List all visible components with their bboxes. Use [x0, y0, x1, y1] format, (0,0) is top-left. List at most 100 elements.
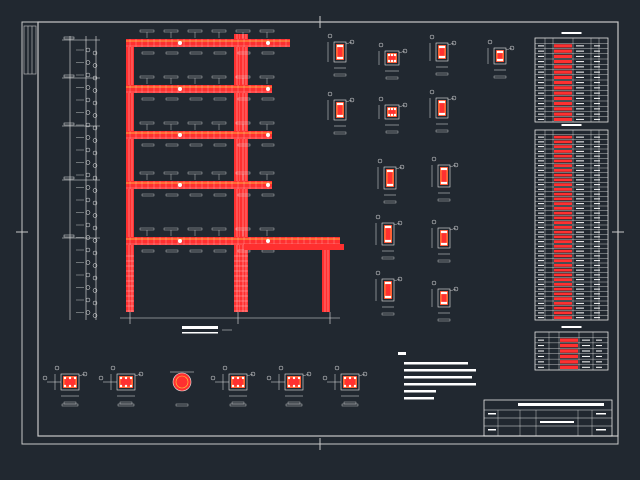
section-rebar-dot — [393, 59, 397, 63]
table-cell-text — [576, 307, 584, 309]
table-rebar-cell — [554, 70, 572, 74]
section-rebar-dot — [442, 167, 446, 171]
pier-outline — [172, 372, 192, 392]
table-rebar-cell — [554, 188, 572, 191]
section-label — [493, 75, 507, 79]
rebar-callout-circle — [92, 100, 98, 106]
table-cell-text — [576, 179, 584, 181]
table-cell-text — [596, 355, 602, 357]
table-cell-text — [576, 288, 584, 290]
section-rebar-dot — [348, 376, 352, 380]
callout-leader — [398, 104, 406, 108]
table-cell-text — [538, 260, 544, 262]
section-rebar-dot — [384, 239, 388, 243]
table-cell-text — [594, 293, 600, 295]
table-cell-text — [576, 45, 584, 47]
callout-circle — [402, 48, 408, 54]
rebar-callout-circle — [92, 75, 98, 81]
section-rebar-dot — [388, 281, 392, 285]
section-rebar-dot — [442, 301, 446, 305]
table-cell-text — [538, 302, 544, 304]
section-outline — [333, 41, 347, 63]
section-rebar-dot — [393, 53, 397, 57]
column-section-icon — [429, 34, 457, 76]
section-rebar-dot — [384, 225, 388, 229]
table-cell-text — [538, 312, 544, 314]
beam-annotation — [165, 143, 179, 147]
joint-marker — [178, 239, 182, 243]
section-rebar-dot — [444, 181, 448, 185]
rebar-callout-circle — [92, 175, 98, 181]
column-section-icon — [377, 158, 405, 204]
callout-circle — [327, 91, 333, 97]
joint-marker — [178, 183, 182, 187]
section-concrete — [496, 50, 504, 62]
callout-circle — [98, 375, 104, 381]
table-cell-text — [538, 361, 544, 363]
frame-column — [240, 34, 248, 312]
table-cell-text — [594, 217, 600, 219]
section-rebar-dot — [124, 384, 128, 388]
table-cell-text — [538, 141, 544, 143]
table-cell-text — [594, 165, 600, 167]
table-cell-text — [594, 150, 600, 152]
section-rebar-dot — [119, 376, 123, 380]
section-concrete — [386, 169, 394, 187]
section-rebar-dot — [498, 58, 502, 62]
table-cell-text — [576, 61, 584, 63]
beam-annotation — [213, 51, 227, 55]
table-cell-text — [576, 155, 584, 157]
table-cell-text — [576, 236, 584, 238]
table-rebar-cell — [560, 360, 578, 364]
rebar-callout-circle — [92, 138, 98, 143]
table-rebar-cell — [554, 230, 572, 234]
table-cell-text — [538, 50, 544, 52]
table-cell-text — [538, 222, 544, 224]
table-cell-text — [594, 188, 600, 190]
callout-leader — [447, 42, 455, 46]
section-label — [381, 256, 395, 260]
table-cell-text — [538, 165, 544, 167]
section-rebar-dot — [236, 384, 240, 388]
table-cell-text — [594, 87, 600, 89]
table-cell-text — [538, 339, 544, 341]
section-rebar-dot — [73, 376, 77, 380]
callout-leader — [246, 373, 254, 377]
table-rebar-cell — [554, 211, 572, 215]
column-section-icon — [327, 33, 355, 77]
table-cell-text — [576, 113, 584, 115]
table-cell-text — [576, 255, 584, 257]
rebar-callout-circle — [92, 263, 98, 268]
beam-annotation — [165, 97, 179, 101]
table-cell-text — [576, 174, 584, 176]
title-block-text — [596, 413, 606, 415]
joint-marker — [266, 133, 270, 137]
section-label — [435, 72, 449, 76]
table-cell-text — [594, 245, 600, 247]
callout-circle — [54, 365, 60, 371]
table-rebar-cell — [560, 349, 578, 353]
table-cell-text — [538, 203, 544, 205]
beam-annotation — [165, 193, 179, 197]
table-cell-text — [576, 55, 584, 57]
table-cell-text — [538, 184, 544, 186]
table-cell-text — [538, 45, 544, 47]
table-rebar-cell — [554, 283, 572, 286]
beam-annotation — [213, 97, 227, 101]
section-outline — [435, 97, 449, 119]
notes-text-line — [404, 390, 436, 393]
section-rebar-dot — [340, 56, 344, 60]
design-notes-block — [398, 352, 476, 400]
table-rebar-cell — [554, 245, 572, 248]
table-cell-text — [594, 193, 600, 195]
table-rebar-cell — [560, 365, 578, 369]
table-cell-text — [538, 307, 544, 309]
table-cell-text — [594, 298, 600, 300]
rebar-table-3 — [534, 326, 609, 371]
table-cell-text — [538, 293, 544, 295]
section-rebar-dot — [340, 114, 344, 118]
beam-annotation — [189, 97, 203, 101]
level-marker-column — [62, 36, 100, 320]
title-block-text — [488, 429, 496, 431]
section-rebar-dot — [440, 301, 444, 305]
